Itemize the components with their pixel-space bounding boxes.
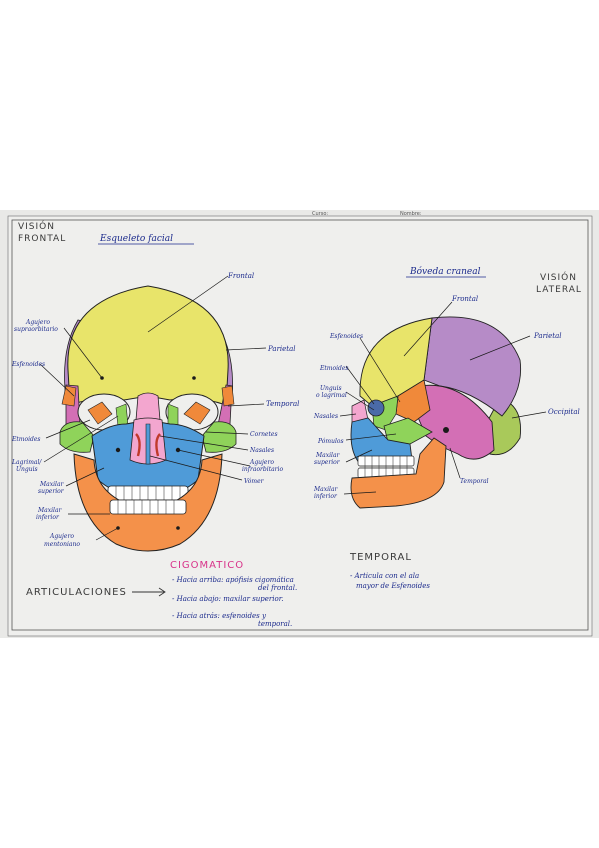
front-turbinate-left: [135, 433, 141, 457]
front-infraorbital-left: [115, 447, 121, 453]
label-front-vomer: Vómer: [244, 478, 265, 485]
front-zygomatic-right: [201, 421, 237, 453]
articulaciones-arrowhead: [158, 587, 166, 597]
cigomatico-item1-line1: - Hacia arriba: apófisis cigomática: [172, 576, 294, 584]
label-front-infraorbital-2: infraorbitario: [242, 466, 283, 473]
label-lat-parietal: Parietal: [533, 332, 562, 340]
label-front-maxsup-2: superior: [38, 488, 65, 495]
label-front-lagrimal-2: Unguis: [16, 466, 38, 473]
articulaciones-heading: ARTICULACIONES: [26, 587, 127, 598]
cigomatico-item2: - Hacia abajo: maxilar superior.: [172, 595, 284, 603]
lat-ear-canal: [443, 427, 449, 433]
front-supraorbital-right: [192, 376, 196, 380]
worksheet: Curso: Nombre: VISIÓN FRONTAL Esqueleto …: [0, 210, 599, 638]
temporal-item-line2: mayor de Esfenoides: [356, 582, 430, 590]
label-front-cornetes: Cornetes: [250, 431, 278, 438]
front-mental-right: [176, 526, 180, 530]
front-etmoides-left: [115, 403, 129, 427]
front-subtitle: Esqueleto facial: [99, 234, 173, 244]
front-etmoides-right: [167, 403, 179, 427]
label-front-temporal: Temporal: [266, 400, 299, 408]
lat-parietal: [423, 316, 522, 417]
label-lat-maxinf-1: Maxilar: [313, 486, 339, 493]
label-lat-maxsup-2: superior: [314, 459, 341, 466]
lateral-title-line1: VISIÓN: [540, 271, 577, 283]
label-lat-esfenoides: Esfenoides: [329, 333, 363, 340]
label-lat-unguis-1: Unguis: [320, 385, 342, 392]
cigomatico-item3-line1: - Hacia atrás: esfenoides y: [172, 612, 267, 620]
cigomatico-item3-line2: temporal.: [258, 620, 292, 628]
front-title-line2: FRONTAL: [18, 234, 66, 244]
label-front-parietal: Parietal: [267, 345, 296, 353]
label-lat-maxinf-2: inferior: [314, 493, 338, 500]
label-front-mental-2: mentoniano: [44, 541, 80, 548]
label-front-nasales: Nasales: [249, 447, 274, 454]
front-title-line1: VISIÓN: [18, 220, 55, 232]
front-zygomatic-left: [59, 421, 95, 453]
label-front-frontal: Frontal: [227, 272, 254, 280]
header-nombre: Nombre:: [400, 211, 422, 217]
inner-frame: [11, 219, 589, 631]
label-front-etmoides: Etmoides: [11, 436, 40, 443]
lat-mandible: [350, 437, 447, 509]
label-lat-unguis-2: o lagrimal: [316, 392, 347, 399]
label-lat-maxsup-1: Maxilar: [315, 452, 341, 459]
cigomatico-title: CIGOMATICO: [170, 560, 244, 571]
label-front-supraorbital-2: supraorbitario: [14, 326, 58, 333]
header-curso: Curso:: [312, 211, 328, 217]
front-leader-lines: [39, 275, 267, 541]
lateral-subtitle: Bóveda craneal: [409, 266, 481, 277]
label-front-maxinf-2: inferior: [36, 514, 60, 521]
label-front-lagrimal-1: Lagrimal/: [11, 459, 42, 466]
label-lat-nasales: Nasales: [313, 413, 338, 420]
front-sphenoid-edge-right: [221, 385, 235, 407]
temporal-item-line1: - Articula con el ala: [350, 572, 419, 580]
front-lower-teeth: [109, 499, 187, 515]
front-sphenoid-left: [87, 401, 113, 425]
label-lat-pomulos: Pómulos: [317, 438, 344, 445]
cigomatico-item1-line2: del frontal.: [258, 584, 297, 592]
frontal-skull: [59, 285, 237, 552]
label-lat-occipital: Occipital: [548, 408, 580, 416]
label-front-maxinf-1: Maxilar: [37, 507, 63, 514]
label-front-esfenoides: Esfenoides: [11, 361, 45, 368]
label-front-supraorbital-1: Agujero: [25, 319, 50, 326]
lat-orbit: [367, 399, 385, 417]
label-lat-temporal: Temporal: [460, 478, 489, 485]
front-sphenoid-edge-left: [61, 385, 77, 407]
front-turbinate-right: [155, 433, 161, 457]
lat-leader-lines: [339, 301, 547, 495]
front-vomer: [145, 423, 151, 465]
label-front-infraorbital-1: Agujero: [249, 459, 274, 466]
front-sphenoid-right: [183, 401, 211, 425]
label-front-maxsup-1: Maxilar: [39, 481, 65, 488]
label-lat-frontal: Frontal: [451, 295, 478, 303]
temporal-title: TEMPORAL: [349, 552, 412, 563]
label-lat-etmoides: Etmoides: [319, 365, 348, 372]
front-nasal-bones: [135, 392, 161, 421]
front-lower-teeth-lines: [117, 500, 175, 514]
lateral-title-line2: LATERAL: [536, 285, 582, 295]
lat-occipital: [485, 397, 522, 456]
label-front-mental-1: Agujero: [49, 533, 74, 540]
